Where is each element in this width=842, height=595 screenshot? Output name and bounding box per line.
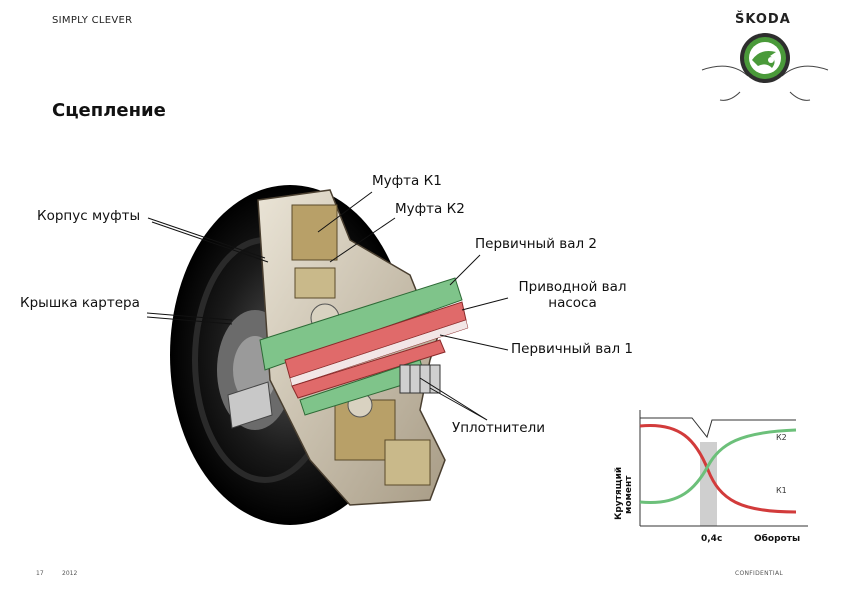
label-input-shaft-2: Первичный вал 2 [475,236,598,252]
label-clutch-k1: Муфта К1 [372,173,442,189]
k2-label: К2 [776,433,787,442]
x-label: Обороты [754,533,800,544]
y-label-line1: Крутящий [614,467,624,520]
label-clutch-housing: Корпус муфты [37,208,141,224]
y-label-line2: момент [624,475,634,514]
confidential-label: CONFIDENTIAL [735,570,784,577]
page-number: 17 [36,570,44,577]
label-pump-drive-shaft-line2: насоса [548,295,597,311]
leader-lines [146,191,509,421]
torque-chart: К2 К1 Крутящий момент 0,4с Обороты [614,410,808,544]
speed-line [640,417,796,439]
shafts [227,277,469,429]
k1-label: К1 [776,486,787,495]
label-crankcase-cover: Крышка картера [20,295,140,311]
time-label: 0,4с [701,534,722,544]
k1-curve [639,423,797,514]
label-pump-drive-shaft-line1: Приводной вал [518,279,627,295]
brand-slogan: SIMPLY CLEVER [52,15,133,26]
brand-name: ŠKODA [735,12,791,27]
skoda-logo-icon [701,33,829,101]
footer-year: 2012 [62,570,78,577]
seals [399,364,441,394]
label-input-shaft-1: Первичный вал 1 [511,341,634,357]
k2-curve [639,428,797,505]
label-pump-drive-shaft: Приводной вал насоса [510,279,635,311]
label-seals: Уплотнители [452,420,545,436]
page-title: Сцепление [52,100,166,121]
label-clutch-k2: Муфта К2 [395,201,465,217]
